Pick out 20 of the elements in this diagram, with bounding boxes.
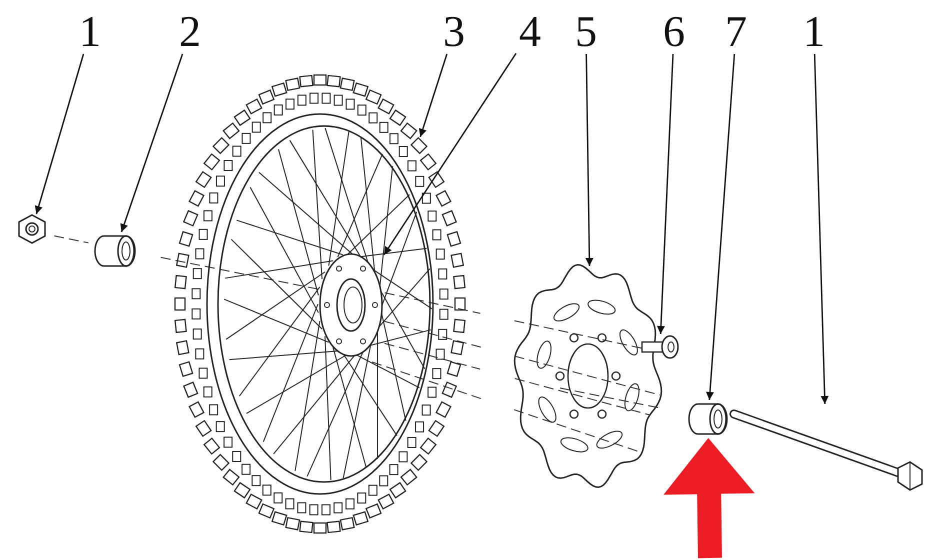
- callout-number: 3: [440, 10, 468, 54]
- pointer-arrow: [664, 438, 755, 558]
- leader-line: [120, 54, 184, 232]
- leader-line: [34, 54, 84, 214]
- leader-line: [814, 54, 829, 404]
- callout-number: 6: [660, 10, 688, 54]
- callout-number: 7: [722, 10, 750, 54]
- leader-line: [383, 53, 517, 256]
- leader-line: [706, 54, 736, 400]
- callout-number: 5: [572, 10, 600, 54]
- callout-number: 1: [76, 10, 104, 54]
- leader-line: [585, 54, 594, 266]
- hub-drawing: [318, 252, 384, 358]
- callout-number: 2: [176, 10, 204, 54]
- leader-line: [418, 54, 448, 138]
- leader-line: [656, 54, 674, 334]
- callout-number: 1: [800, 10, 828, 54]
- callout-number: 4: [516, 10, 544, 54]
- bolt-drawing: [640, 334, 680, 360]
- nut-drawing: [16, 214, 48, 244]
